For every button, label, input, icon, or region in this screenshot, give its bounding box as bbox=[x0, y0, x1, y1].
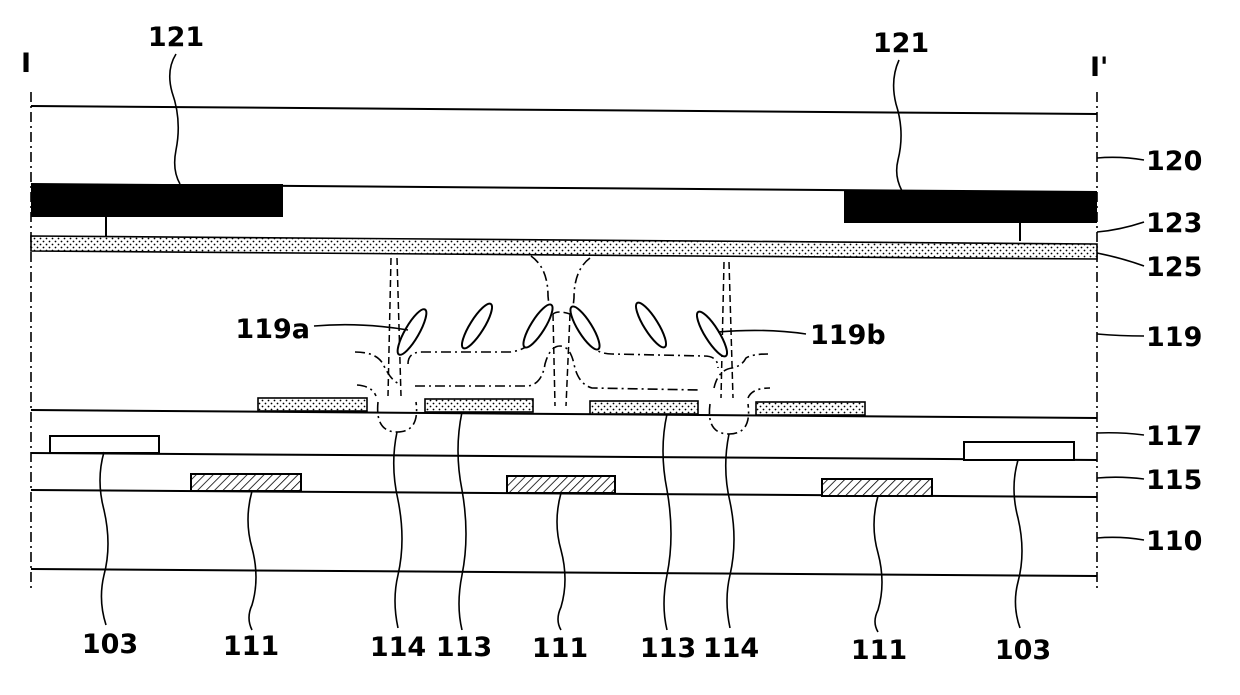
leader-111-2 bbox=[557, 493, 565, 630]
black-matrix-left bbox=[31, 184, 283, 217]
leader-113-2 bbox=[663, 414, 671, 630]
field-line-2 bbox=[357, 385, 376, 396]
leader-119a bbox=[314, 325, 408, 330]
field-funnel bbox=[531, 256, 590, 318]
lc-molecule-4 bbox=[566, 303, 604, 353]
field-line-7 bbox=[748, 388, 770, 398]
field-line-4 bbox=[415, 346, 700, 390]
vertical-field-right bbox=[721, 262, 733, 398]
section-label-left: I bbox=[21, 48, 31, 79]
label-115: 115 bbox=[1146, 465, 1202, 496]
layer-115-top bbox=[31, 453, 1097, 460]
leader-114-1 bbox=[394, 432, 402, 628]
section-label-right: I' bbox=[1090, 52, 1108, 83]
label-103-left: 103 bbox=[82, 629, 138, 660]
label-119b: 119b bbox=[810, 320, 886, 351]
label-114-2: 114 bbox=[703, 633, 759, 664]
label-121-right: 121 bbox=[873, 28, 929, 59]
label-111-3: 111 bbox=[851, 635, 907, 666]
lc-molecule-119b bbox=[692, 308, 731, 360]
alignment-layer-125 bbox=[31, 236, 1097, 259]
leader-111-1 bbox=[248, 491, 256, 630]
label-125: 125 bbox=[1146, 252, 1202, 283]
label-111-2: 111 bbox=[532, 633, 588, 664]
label-119a: 119a bbox=[235, 314, 310, 345]
lc-molecule-3 bbox=[519, 301, 557, 351]
label-119: 119 bbox=[1146, 322, 1202, 353]
pixel-electrode-4 bbox=[756, 402, 865, 415]
leader-120 bbox=[1097, 157, 1144, 160]
electrode-111-center bbox=[507, 476, 615, 493]
leader-125 bbox=[1097, 253, 1144, 266]
leader-110 bbox=[1097, 537, 1144, 540]
vertical-field-center bbox=[553, 312, 570, 406]
label-111-1: 111 bbox=[223, 631, 279, 662]
label-113-2: 113 bbox=[640, 633, 696, 664]
pixel-electrode-2 bbox=[425, 399, 533, 412]
label-120: 120 bbox=[1146, 146, 1202, 177]
lc-molecule-5 bbox=[631, 299, 670, 351]
field-line-1 bbox=[355, 352, 400, 384]
label-103-right: 103 bbox=[995, 635, 1051, 666]
layer-117-top bbox=[31, 410, 1097, 418]
electrode-103-left bbox=[50, 436, 159, 453]
field-line-5 bbox=[588, 342, 718, 368]
upper-substrate-top bbox=[31, 106, 1097, 114]
lc-molecule-2 bbox=[457, 300, 496, 352]
label-121-left: 121 bbox=[148, 22, 204, 53]
label-113-1: 113 bbox=[436, 632, 492, 663]
leader-123 bbox=[1097, 222, 1144, 232]
pixel-electrode-1 bbox=[258, 398, 367, 411]
leader-115 bbox=[1097, 477, 1144, 479]
leader-121-right bbox=[894, 60, 902, 191]
label-110: 110 bbox=[1146, 526, 1202, 557]
field-line-6 bbox=[714, 354, 768, 388]
pixel-electrode-3 bbox=[590, 401, 698, 414]
leader-121-left bbox=[170, 54, 180, 184]
leader-114-2 bbox=[726, 434, 734, 628]
electrode-111-right bbox=[822, 479, 932, 496]
slit-field-right bbox=[709, 404, 748, 434]
label-123: 123 bbox=[1146, 208, 1202, 239]
leader-119 bbox=[1097, 334, 1144, 336]
label-117: 117 bbox=[1146, 421, 1202, 452]
leader-103-right bbox=[1014, 460, 1022, 628]
leader-103-left bbox=[100, 452, 108, 625]
leader-117 bbox=[1097, 433, 1144, 435]
electrode-111-left bbox=[191, 474, 301, 491]
black-matrix-right bbox=[844, 191, 1097, 223]
label-114-1: 114 bbox=[370, 632, 426, 663]
electrode-103-right bbox=[964, 442, 1074, 460]
slit-field-left bbox=[378, 402, 417, 432]
leader-113-1 bbox=[458, 412, 466, 630]
leader-111-3 bbox=[874, 496, 882, 632]
